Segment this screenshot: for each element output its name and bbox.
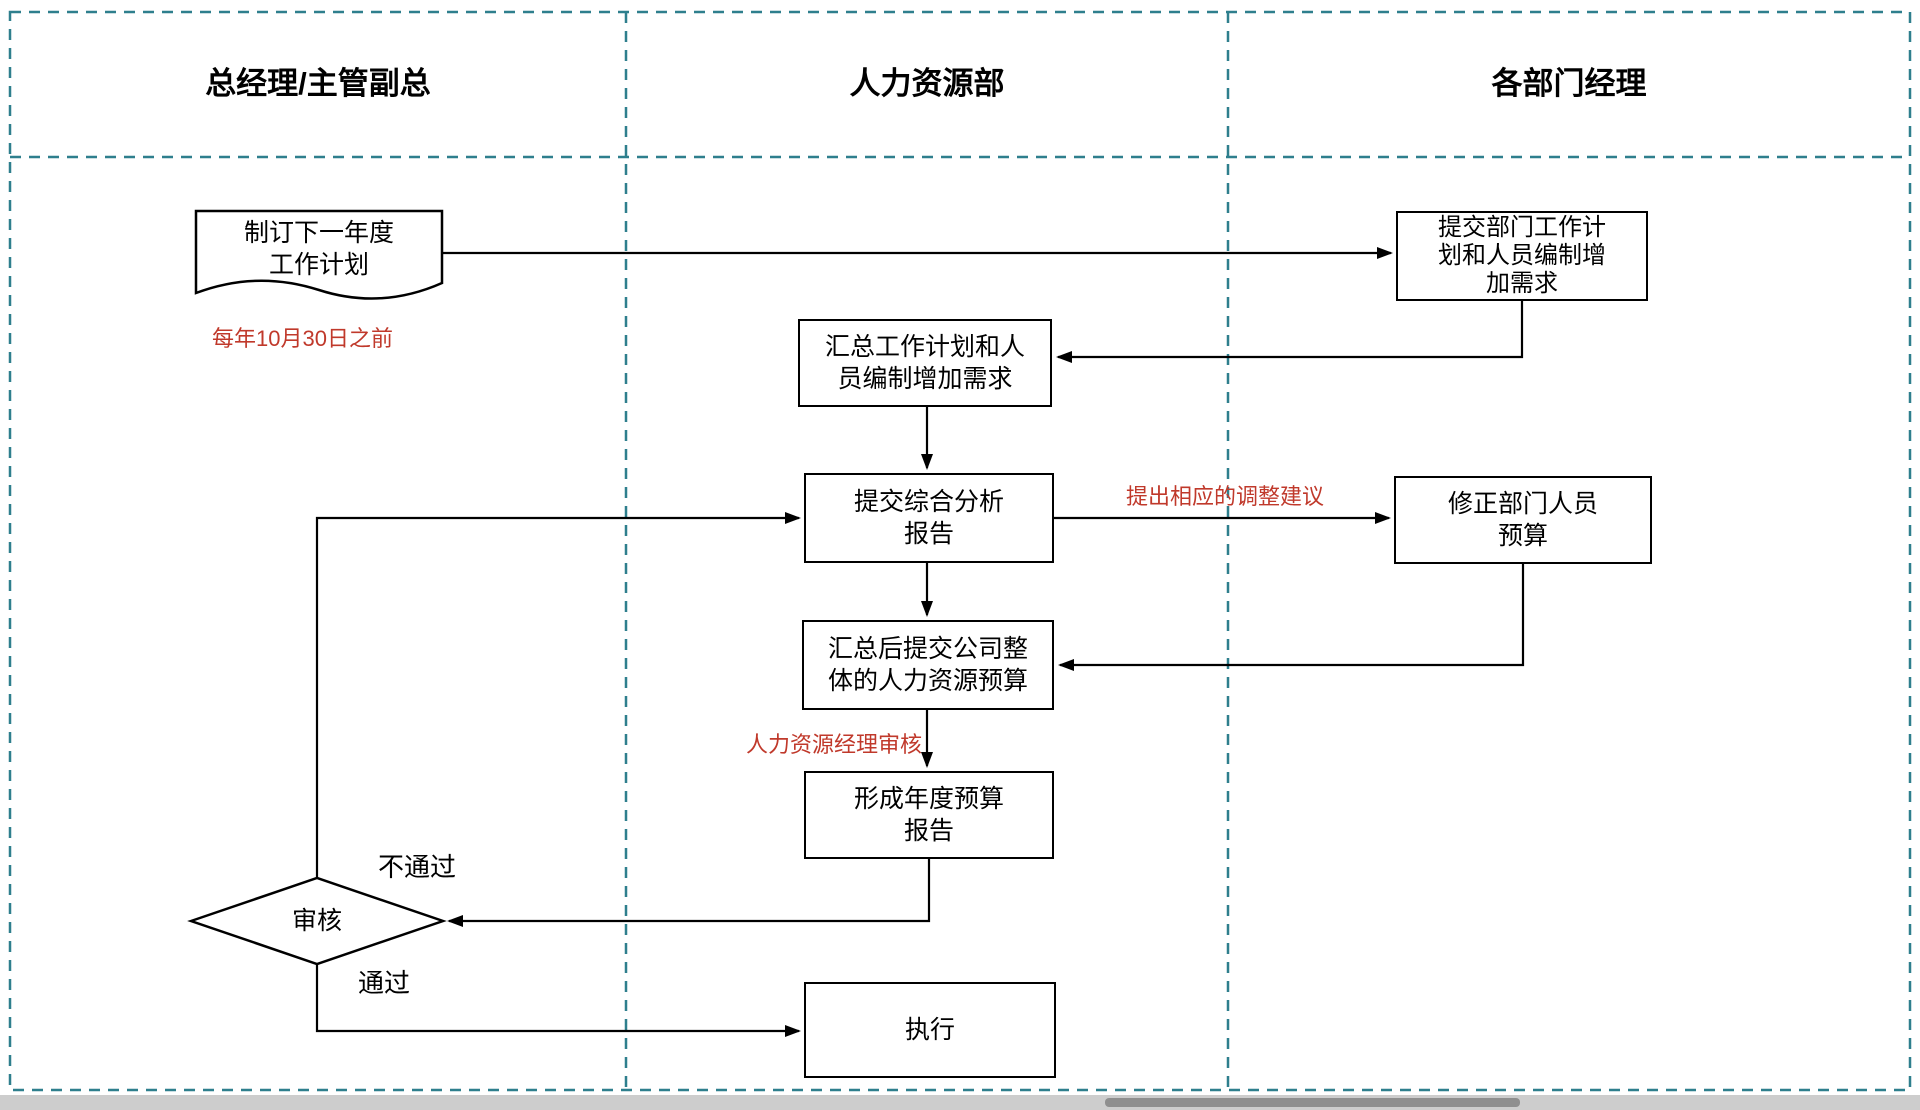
arrow-review-fail-to-analysis [315,512,801,878]
lane-header-hr-department: 人力资源部 [849,65,1005,101]
node-review-label: 审核 [291,906,342,935]
annotation-adjust-suggestion: 提出相应的调整建议 [1125,484,1324,509]
node-execute: 执行 [804,982,1056,1078]
label-review-fail: 不通过 [377,851,456,882]
node-analysis-report: 提交综合分析 报告 [804,473,1054,563]
node-revise-budget: 修正部门人员 预算 [1394,476,1652,564]
node-annual-budget-report: 形成年度预算 报告 [804,771,1054,859]
node-summarize-plans: 汇总工作计划和人 员编制增加需求 [798,319,1052,407]
lane-header-general-manager: 总经理/主管副总 [205,65,431,101]
arrow-annual-to-review [447,859,931,927]
horizontal-scrollbar-track[interactable] [0,1095,1920,1110]
node-overall-hr-budget: 汇总后提交公司整 体的人力资源预算 [802,620,1054,710]
document-shape-plan [194,209,444,300]
horizontal-scrollbar-thumb[interactable] [1105,1098,1520,1107]
node-submit-dept-plan: 提交部门工作计 划和人员编制增 加需求 [1396,211,1648,301]
lane-header-department-managers: 各部门经理 [1491,65,1647,101]
arrow-submit-dept-to-summarize [1056,301,1524,363]
swimlane-outer-border [8,10,1912,1092]
label-review-pass: 通过 [357,967,410,998]
node-plan-label: 制订下一年度 工作计划 [243,218,394,280]
annotation-deadline: 每年10月30日之前 [212,326,393,351]
annotation-hr-manager-review: 人力资源经理审核 [745,732,922,757]
arrow-review-pass-to-execute [315,964,801,1037]
arrow-revise-to-overall [1058,564,1525,671]
decision-diamond-review [187,876,447,966]
